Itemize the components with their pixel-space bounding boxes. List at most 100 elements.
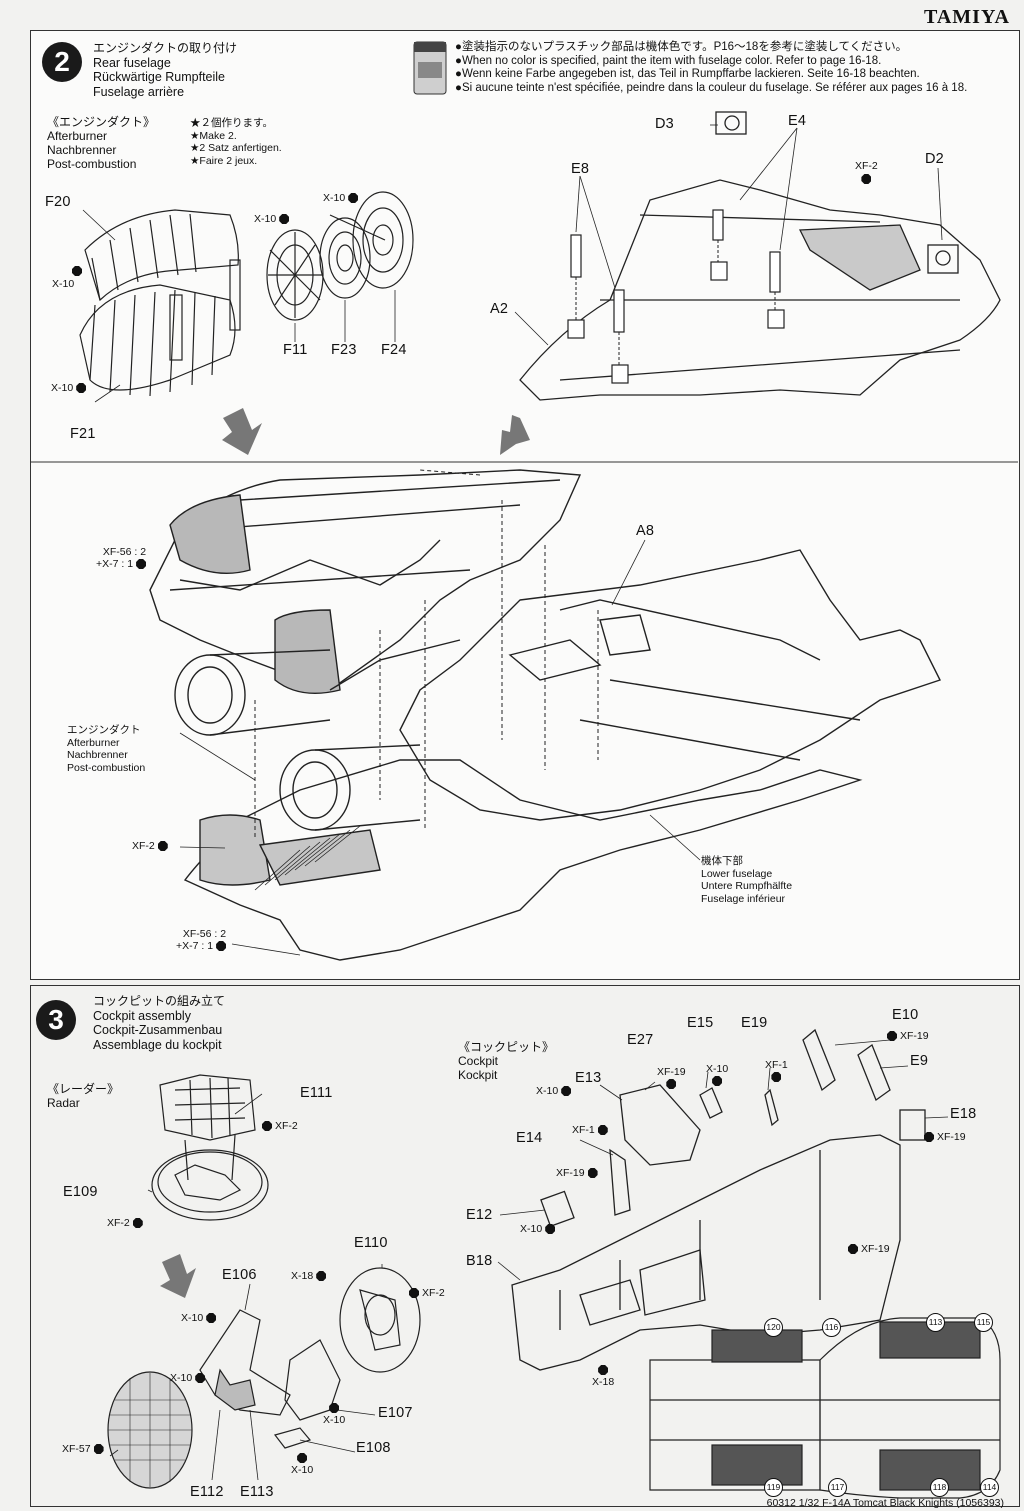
lower-fuselage-label: 機体下部 Lower fuselage Untere Rumpfhälfte F… [701, 855, 792, 905]
paint-x18-b: X-18 [592, 1365, 614, 1388]
paint-dot-icon [329, 1403, 340, 1413]
paint-code: +X-7 : 1 [176, 940, 214, 952]
part-label-e10: E10 [892, 1007, 919, 1023]
part-label-e106: E106 [222, 1267, 257, 1283]
paint-code: XF-2 [132, 840, 155, 852]
paint-dot-icon [279, 214, 290, 224]
part-label-e108: E108 [356, 1440, 391, 1456]
part-label-f20: F20 [45, 194, 71, 210]
paint-code: X-18 [291, 1270, 314, 1282]
make-fr: ★Faire 2 jeux. [190, 154, 258, 167]
part-label-e27: E27 [627, 1032, 654, 1048]
paint-dot-icon [72, 266, 82, 276]
part-label-e8: E8 [571, 161, 590, 177]
step3-title-jp: コックピットの組み立て [93, 994, 226, 1008]
paint-code: XF-2 [275, 1120, 298, 1132]
paint-x10-c: X-10 [52, 266, 82, 290]
assembly-arrows [222, 408, 530, 455]
paint-code: X-10 [536, 1085, 559, 1097]
part-label-b18: B18 [466, 1253, 493, 1269]
part-label-e110: E110 [354, 1235, 388, 1251]
paint-x10-f: X-10 [170, 1372, 206, 1384]
step2-title-en: Rear fuselage [93, 55, 171, 70]
afterburner-sub-fr: Post-combustion [47, 157, 137, 171]
step3-title-fr: Assemblage du kockpit [93, 1037, 222, 1052]
paint-xf19-a: XF-19 [657, 1066, 686, 1089]
paint-code: X-10 [51, 382, 74, 394]
part-label-e15: E15 [687, 1015, 714, 1031]
make-two-note: ★２個作ります。 ★Make 2. ★2 Satz anfertigen. ★F… [190, 117, 282, 167]
paint-dot-icon [666, 1079, 677, 1089]
paint-xf2-a: XF-2 [855, 160, 878, 184]
paint-dot-icon [924, 1132, 934, 1142]
part-label-f11: F11 [283, 342, 308, 358]
paint-code: X-10 [291, 1464, 314, 1476]
paint-code: XF-19 [861, 1243, 890, 1255]
step3-number: 3 [36, 1000, 76, 1040]
paint-dot-icon [297, 1453, 308, 1463]
step2-title-de: Rückwärtige Rumpfteile [93, 70, 225, 84]
lower-en: Lower fuselage [701, 867, 773, 880]
duct-label: エンジンダクト Afterburner Nachbrenner Post-com… [67, 724, 145, 774]
paint-x10-i: X-10 [536, 1085, 572, 1097]
paint-dot-icon [887, 1031, 897, 1041]
paint-code: XF-2 [107, 1217, 130, 1229]
make-de: ★2 Satz anfertigen. [190, 142, 282, 154]
part-label-f24: F24 [381, 342, 407, 358]
brand-logo: TAMIYA [923, 6, 1010, 28]
radar-arrow [160, 1254, 196, 1298]
paint-xf56-a: XF-56 : 2 +X-7 : 1 [96, 546, 147, 570]
paint-code: X-10 [323, 192, 346, 204]
duct-fr: Post-combustion [67, 761, 146, 774]
part-label-e111: E111 [300, 1085, 333, 1101]
paint-code: XF-2 [422, 1287, 445, 1299]
paint-xf1-b: XF-1 [572, 1124, 608, 1136]
paint-xf56-b: XF-56 : 2 +X-7 : 1 [176, 928, 227, 952]
part-label-f21: F21 [70, 426, 96, 442]
paint-code: XF-57 [62, 1443, 91, 1455]
paint-xf2-e: XF-2 [409, 1287, 445, 1299]
paint-code: X-10 [520, 1223, 543, 1235]
paint-code: XF-19 [937, 1131, 966, 1143]
paint-x10-b: X-10 [254, 213, 290, 225]
cockpit-jp: 《コックピット》 [458, 1040, 555, 1054]
paint-dot-icon [136, 559, 147, 569]
paint-dot-icon [598, 1365, 609, 1375]
decal-callout-115: 115 [974, 1313, 993, 1332]
paint-xf2-b: XF-2 [132, 840, 168, 852]
afterburner-subtitle: 《エンジンダクト》 Afterburner Nachbrenner Post-c… [47, 115, 155, 171]
paint-dot-icon [348, 193, 359, 203]
paint-dot-icon [771, 1072, 782, 1082]
paint-code: XF-19 [657, 1066, 686, 1078]
step2-title-jp: エンジンダクトの取り付け [93, 41, 238, 55]
paint-x10-h: X-10 [291, 1453, 313, 1476]
note-de: ●Wenn keine Farbe angegeben ist, das Tei… [455, 68, 920, 80]
paint-dot-icon [195, 1373, 206, 1383]
step3-title-en: Cockpit assembly [93, 1008, 191, 1023]
paint-xf19-d: XF-19 [924, 1131, 966, 1143]
step2-color-notes: ●塗装指示のないプラスチック部品は機体色です。P16〜18を参考に塗装してくださ… [455, 41, 967, 95]
paint-x10-d: X-10 [51, 382, 87, 394]
paint-can-icon [413, 41, 447, 95]
cockpit-en: Cockpit [458, 1054, 499, 1068]
paint-dot-icon [216, 941, 227, 951]
note-fr: ●Si aucune teinte n'est spécifiée, peind… [455, 81, 968, 94]
paint-xf19-c: XF-19 [556, 1167, 598, 1179]
paint-xf19-b: XF-19 [887, 1030, 929, 1042]
radar-en: Radar [47, 1096, 80, 1110]
paint-dot-icon [132, 1218, 143, 1228]
pins-drawing [567, 209, 785, 384]
paint-code: XF-1 [765, 1059, 788, 1071]
part-label-d3: D3 [655, 116, 674, 132]
lower-jp: 機体下部 [701, 855, 743, 867]
paint-dot-icon [93, 1444, 104, 1454]
cockpit-subtitle: 《コックピット》 Cockpit Kockpit [458, 1040, 554, 1082]
make-jp: ★２個作ります。 [190, 117, 273, 129]
paint-code: X-10 [181, 1312, 204, 1324]
lower-fr: Fuselage inférieur [701, 892, 786, 905]
radar-assembly-drawing [107, 1267, 421, 1489]
make-en: ★Make 2. [190, 129, 237, 142]
paint-dot-icon [561, 1086, 572, 1096]
paint-dot-icon [545, 1224, 556, 1234]
afterburner-sub-de: Nachbrenner [47, 143, 117, 157]
